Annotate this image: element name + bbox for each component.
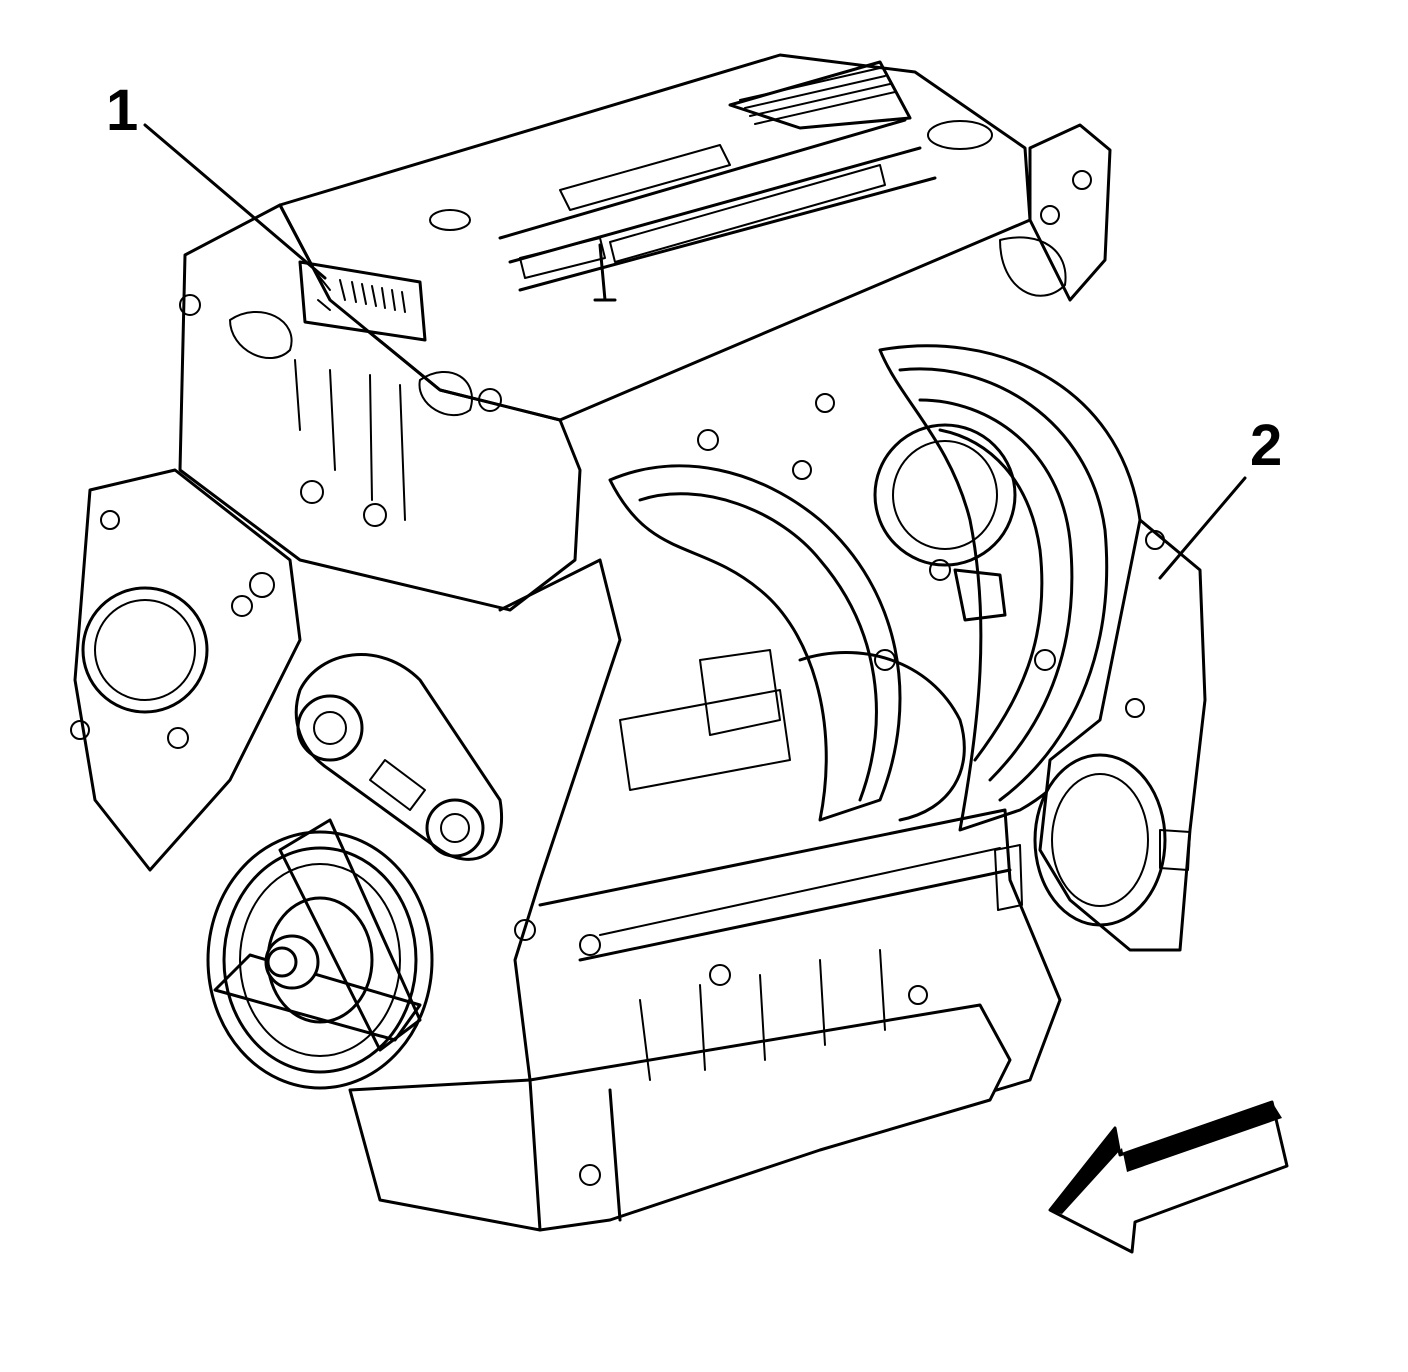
bell-housing (1033, 518, 1207, 952)
valve-cover (278, 53, 1032, 422)
cam-housing-rear (999, 123, 1112, 302)
front-direction-arrow-icon (1048, 1100, 1289, 1254)
leader-line-2 (1158, 476, 1247, 580)
engine-label (298, 260, 427, 342)
belt-tensioner (294, 653, 503, 861)
callout-1: 1 (106, 78, 139, 143)
timing-cover (70, 468, 302, 872)
callout-2: 2 (1250, 413, 1283, 478)
oil-pan (348, 949, 1012, 1232)
engine-block (498, 558, 1062, 1097)
intake-manifold (608, 344, 1143, 832)
leader-line-1 (143, 123, 327, 280)
crankshaft-pulley (206, 818, 434, 1090)
